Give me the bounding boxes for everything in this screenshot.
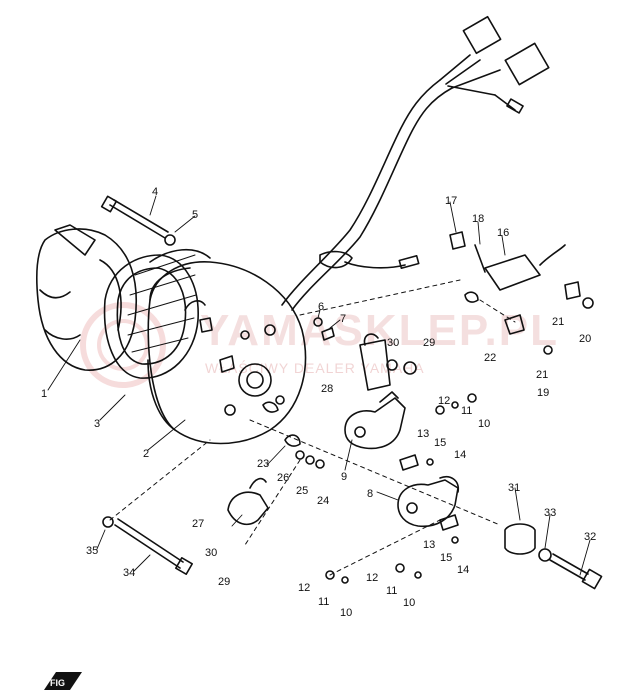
callout-11-c: 11 <box>386 585 397 597</box>
figure-mark: FIG <box>44 672 82 690</box>
leader-lines <box>47 195 591 576</box>
assembly-lines <box>109 279 516 576</box>
callout-33: 33 <box>544 507 556 519</box>
callout-16: 16 <box>497 227 509 239</box>
figure-mark-text: FIG <box>50 678 65 688</box>
callout-5: 5 <box>192 209 198 221</box>
callout-14-b: 14 <box>457 564 469 576</box>
part-23 <box>284 434 301 447</box>
callout-31: 31 <box>508 482 520 494</box>
callout-29-a: 29 <box>423 337 435 349</box>
callout-3: 3 <box>94 418 100 430</box>
callout-20: 20 <box>579 333 591 345</box>
callout-21-a: 21 <box>552 316 564 328</box>
callout-labels: 1 2 3 4 5 6 7 8 9 10 10 10 11 11 11 12 1… <box>41 186 596 619</box>
callout-2: 2 <box>143 448 149 460</box>
callout-27: 27 <box>192 518 204 530</box>
contact-breaker-9 <box>344 391 406 450</box>
screws-10-15 <box>325 393 477 584</box>
callout-32: 32 <box>584 531 596 543</box>
contact-breaker-8 <box>397 476 460 528</box>
callout-10-a: 10 <box>478 418 490 430</box>
callout-26: 26 <box>277 472 289 484</box>
breaker-27 <box>227 477 269 526</box>
callout-22: 22 <box>484 352 496 364</box>
washer-5 <box>164 234 176 246</box>
callout-4: 4 <box>152 186 158 198</box>
part-7 <box>321 327 335 341</box>
callout-21-b: 21 <box>536 369 548 381</box>
collar-31 <box>504 523 536 555</box>
callout-15-b: 15 <box>440 552 452 564</box>
bolt-34 <box>114 518 193 575</box>
callout-13-a: 13 <box>417 428 429 440</box>
stator-coils <box>103 248 211 379</box>
callout-28: 28 <box>321 383 333 395</box>
part-24 <box>315 459 325 469</box>
callout-18: 18 <box>472 213 484 225</box>
callout-10-b: 10 <box>340 607 352 619</box>
callout-34: 34 <box>123 567 135 579</box>
callout-29-b: 29 <box>218 576 230 588</box>
wiring-harness <box>281 15 550 311</box>
callout-11-b: 11 <box>318 596 329 608</box>
callout-25: 25 <box>296 485 308 497</box>
callout-9: 9 <box>341 471 347 483</box>
callout-7: 7 <box>340 313 346 325</box>
generator-housing <box>147 261 307 445</box>
callout-35: 35 <box>86 545 98 557</box>
callout-14-a: 14 <box>454 449 466 461</box>
engine-cover <box>36 224 138 371</box>
callout-30-a: 30 <box>387 337 399 349</box>
bolt-32 <box>549 553 603 590</box>
callout-12-c: 12 <box>366 572 378 584</box>
callout-10-c: 10 <box>403 597 415 609</box>
condenser-28 <box>359 333 417 391</box>
callout-24: 24 <box>317 495 329 507</box>
callout-11-a: 11 <box>461 405 472 417</box>
washer-35 <box>102 516 114 528</box>
callout-1: 1 <box>41 388 47 400</box>
callout-13-b: 13 <box>423 539 435 551</box>
callout-12-a: 12 <box>438 395 450 407</box>
washer-33 <box>538 548 552 562</box>
part-6 <box>313 317 323 327</box>
callout-15-a: 15 <box>434 437 446 449</box>
callout-19: 19 <box>537 387 549 399</box>
part-25 <box>305 455 315 465</box>
bolt-4 <box>100 195 169 239</box>
callout-12-b: 12 <box>298 582 310 594</box>
callout-30-b: 30 <box>205 547 217 559</box>
callout-6: 6 <box>318 301 324 313</box>
callout-17: 17 <box>445 195 457 207</box>
part-26 <box>295 450 305 460</box>
callout-8: 8 <box>367 488 373 500</box>
callout-23: 23 <box>257 458 269 470</box>
relay-assembly-16 <box>449 231 594 355</box>
